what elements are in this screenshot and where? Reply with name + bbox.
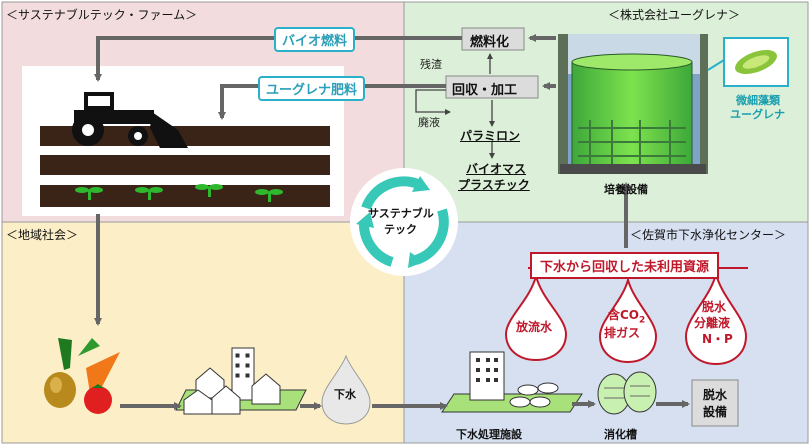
unused-resources-banner: 下水から回収した未利用資源 xyxy=(530,252,720,279)
sustainable-tech-label-line1: サステナブル xyxy=(368,206,434,221)
paramylon-label: パラミロン xyxy=(460,129,521,143)
co2-gas-drop xyxy=(598,276,658,364)
sewage-label: 下水 xyxy=(334,388,356,401)
sustainable-tech-cycle-icon xyxy=(350,168,458,276)
sewage-drop-icon xyxy=(321,354,371,425)
co2-gas-label-line1: 含CO2 xyxy=(608,308,645,328)
discharge-water-drop xyxy=(504,275,568,362)
tractor-icon xyxy=(72,92,188,148)
sewage-plant-icon xyxy=(441,351,583,413)
dewatering-liquid-drop xyxy=(684,273,748,366)
resource-drops xyxy=(504,273,748,366)
dewatering-equipment-box xyxy=(691,379,739,427)
co2-gas-label-line2: 排ガス xyxy=(604,326,641,340)
sewage-plant-label: 下水処理施設 xyxy=(456,428,522,441)
bioplastic-label-line1: バイオマス xyxy=(466,162,527,176)
bio-fuel-label: バイオ燃料 xyxy=(274,27,356,52)
dewatering-liquid-label-line3: N・P xyxy=(702,332,733,346)
euglena-fertilizer-label: ユーグレナ肥料 xyxy=(258,76,366,101)
fertilizer-flow-arrow xyxy=(218,84,446,120)
sustainable-tech-label-part2: ル xyxy=(422,207,434,220)
vegetables-icon xyxy=(44,338,120,414)
saga-quadrant-title: ＜佐賀市下水浄化センター＞ xyxy=(630,228,787,242)
euglena-quadrant-title: ＜株式会社ユーグレナ＞ xyxy=(608,8,741,22)
town-icon xyxy=(175,347,307,415)
dewatering-label-line2: 設備 xyxy=(703,405,728,419)
fuel-conversion-label: 燃料化 xyxy=(470,35,510,50)
microalgae-label-line2: ユーグレナ xyxy=(730,108,785,121)
sustainable-tech-label-part1: サステナブ xyxy=(368,207,423,220)
microalgae-label-line1: 微細藻類 xyxy=(736,94,780,107)
culture-facility-label: 培養設備 xyxy=(604,183,648,196)
discharge-water-label: 放流水 xyxy=(516,320,553,334)
dewatering-liquid-label-line1: 脱水 xyxy=(702,300,727,314)
sustainable-tech-label-line2: テック xyxy=(384,223,417,236)
farm-quadrant-title: ＜サステナブルテック・ファーム＞ xyxy=(6,8,198,22)
dewatering-liquid-label-line2: 分離液 xyxy=(694,316,731,330)
digestion-tank-label: 消化槽 xyxy=(604,428,637,441)
euglena-microalgae-icon xyxy=(707,37,789,87)
co2-gas-label-subscript: 2 xyxy=(639,315,646,326)
recovery-processing-label: 回収・加工 xyxy=(452,83,518,98)
waste-liquid-label: 廃液 xyxy=(418,116,440,129)
community-quadrant-title: ＜地域社会＞ xyxy=(6,228,79,242)
bioplastic-label-line2: プラスチック xyxy=(458,178,530,192)
culture-facility-photo xyxy=(558,34,708,174)
residue-label: 残渣 xyxy=(420,58,442,71)
co2-gas-label-text: 含CO xyxy=(608,308,640,322)
digestion-tank-icon xyxy=(597,371,657,415)
dewatering-label-line1: 脱水 xyxy=(703,388,728,402)
flow-arrows xyxy=(94,34,690,410)
waste-liquid-arrow xyxy=(415,89,451,115)
